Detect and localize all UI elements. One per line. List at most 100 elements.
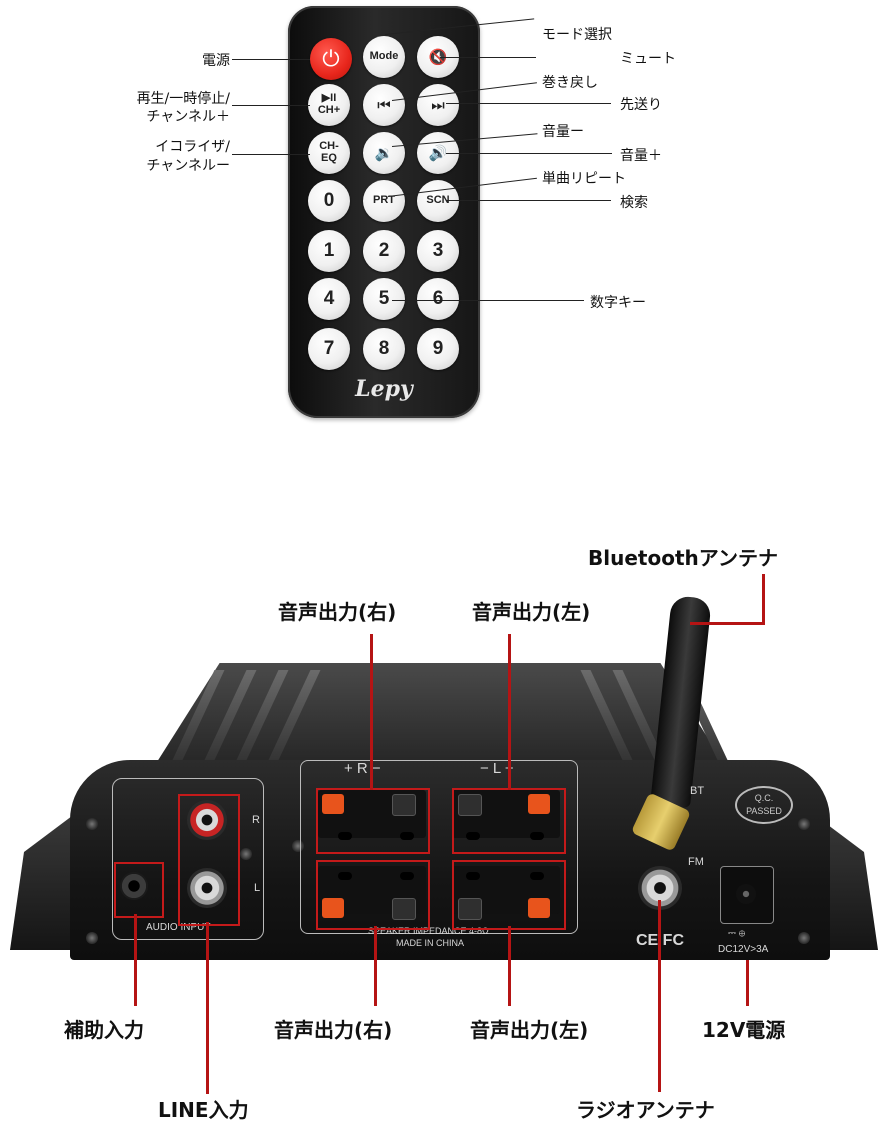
input-left-marker: L xyxy=(254,882,261,894)
screw xyxy=(292,840,304,852)
label-forward: 先送り xyxy=(620,97,662,113)
dc-symbol: ⎓ ⊕ xyxy=(728,928,746,939)
speaker-terminal-red[interactable] xyxy=(322,794,344,814)
label-line-input: LINE入力 xyxy=(158,1098,249,1122)
volume-down-button[interactable]: 🔉 xyxy=(363,132,405,174)
speaker-hole xyxy=(400,872,414,880)
label-numbers: 数字キー xyxy=(590,295,646,311)
callout-line-speaker-right-bottom xyxy=(374,926,377,1006)
label-play-line2: チャンネル＋ xyxy=(146,109,230,125)
callout-line-speaker-left-top xyxy=(508,634,511,790)
speaker-hole xyxy=(338,872,352,880)
callout-line-line-input xyxy=(206,922,209,1094)
speaker-hole xyxy=(530,872,544,880)
speaker-terminal-red[interactable] xyxy=(528,794,550,814)
callout-box-aux xyxy=(114,862,164,918)
rewind-button[interactable]: ⏮ xyxy=(363,84,405,126)
label-12v-power: 12V電源 xyxy=(702,1018,786,1042)
label-eq-line1: イコライザ/ xyxy=(155,139,230,155)
made-in-label: MADE IN CHINA xyxy=(396,938,465,948)
scan-button[interactable]: SCN xyxy=(417,180,459,222)
qc-label: Q.C. xyxy=(754,793,774,803)
label-repeat: 単曲リピート xyxy=(542,171,626,187)
ch-plus-label: CH+ xyxy=(317,104,341,116)
label-speaker-right-bottom: 音声出力(右) xyxy=(274,1018,393,1042)
line-input-left-jack[interactable] xyxy=(187,868,227,908)
screw xyxy=(86,818,98,830)
speaker-hole xyxy=(466,832,480,840)
speaker-hole xyxy=(530,832,544,840)
label-vol-down: 音量ー xyxy=(542,124,584,140)
callout-box-right-bottom xyxy=(316,860,430,930)
callout-line-forward xyxy=(446,103,611,104)
forward-button[interactable]: ⏭ xyxy=(417,84,459,126)
label-aux-input: 補助入力 xyxy=(64,1018,144,1042)
callout-line-12v xyxy=(746,960,749,1006)
digit-0-button[interactable]: 0 xyxy=(308,180,350,222)
callout-box-left-top xyxy=(452,788,566,854)
speaker-right-polarity: + R − xyxy=(344,760,381,777)
digit-3-button[interactable]: 3 xyxy=(417,230,459,272)
callout-line-numbers xyxy=(392,300,584,301)
callout-line-radio xyxy=(658,900,661,1092)
digit-5-button[interactable]: 5 xyxy=(363,278,405,320)
callout-line-aux xyxy=(134,914,137,1006)
label-play-line1: 再生/一時停止/ xyxy=(136,91,230,107)
label-mute: ミュート xyxy=(620,51,676,67)
play-pause-icon: ▶II xyxy=(321,92,337,105)
aux-input-jack[interactable] xyxy=(120,872,148,900)
repeat-button[interactable]: PRT xyxy=(363,180,405,222)
speaker-hole xyxy=(466,872,480,880)
eq-label: EQ xyxy=(321,152,337,164)
digit-2-button[interactable]: 2 xyxy=(363,230,405,272)
label-speaker-left-top: 音声出力(左) xyxy=(472,600,591,624)
fm-label: FM xyxy=(688,856,704,868)
callout-line-bt-vert xyxy=(762,574,765,624)
digit-1-button[interactable]: 1 xyxy=(308,230,350,272)
callout-box-left-bottom xyxy=(452,860,566,930)
speaker-hole xyxy=(400,832,414,840)
callout-line-eq xyxy=(232,154,310,155)
mode-button[interactable]: Mode xyxy=(363,36,405,78)
passed-label: PASSED xyxy=(746,806,782,816)
audio-input-label: AUDIO INPUT xyxy=(146,922,211,933)
speaker-terminal-black[interactable] xyxy=(458,898,482,920)
label-bluetooth-antenna: Bluetoothアンテナ xyxy=(588,546,778,570)
label-mode: モード選択 xyxy=(542,27,612,43)
label-radio-antenna: ラジオアンテナ xyxy=(576,1098,715,1122)
callout-line-vol-up xyxy=(446,153,612,154)
amplifier-rear-panel xyxy=(70,760,830,960)
speaker-hole xyxy=(338,832,352,840)
callout-box-line xyxy=(178,794,240,926)
line-input-right-jack[interactable] xyxy=(187,800,227,840)
digit-8-button[interactable]: 8 xyxy=(363,328,405,370)
screw xyxy=(240,848,252,860)
label-vol-up: 音量＋ xyxy=(620,148,662,164)
speaker-terminal-red[interactable] xyxy=(322,898,344,918)
callout-line-play xyxy=(232,105,310,106)
digit-4-button[interactable]: 4 xyxy=(308,278,350,320)
play-pause-button[interactable]: ▶II CH+ xyxy=(308,84,350,126)
speaker-terminal-red[interactable] xyxy=(528,898,550,918)
label-eq-line2: チャンネルー xyxy=(146,158,230,174)
speaker-terminal-black[interactable] xyxy=(458,794,482,816)
digit-7-button[interactable]: 7 xyxy=(308,328,350,370)
ch-eq-button[interactable]: CH- EQ xyxy=(308,132,350,174)
callout-line-bt-horiz xyxy=(690,622,765,625)
speaker-terminal-black[interactable] xyxy=(392,898,416,920)
speaker-terminal-black[interactable] xyxy=(392,794,416,816)
digit-9-button[interactable]: 9 xyxy=(417,328,459,370)
callout-line-speaker-left-bottom xyxy=(508,926,511,1006)
screw xyxy=(86,932,98,944)
screw xyxy=(798,932,810,944)
power-button[interactable]: ⏻ xyxy=(310,38,352,80)
callout-line-power xyxy=(232,59,310,60)
brand-logo: Lepy xyxy=(355,376,413,402)
speaker-impedance-label: SPEAKER IMPEDANCE 4-8Ω xyxy=(368,926,489,936)
dc-power-jack[interactable] xyxy=(720,866,774,924)
digit-6-button[interactable]: 6 xyxy=(417,278,459,320)
label-rewind: 巻き戻し xyxy=(542,75,598,91)
remote-control: ⏻ Mode 🔇 ▶II CH+ ⏮ ⏭ CH- EQ 🔉 🔊 0 PRT SC… xyxy=(288,6,480,418)
label-speaker-right-top: 音声出力(右) xyxy=(278,600,397,624)
callout-line-speaker-right-top xyxy=(370,634,373,790)
